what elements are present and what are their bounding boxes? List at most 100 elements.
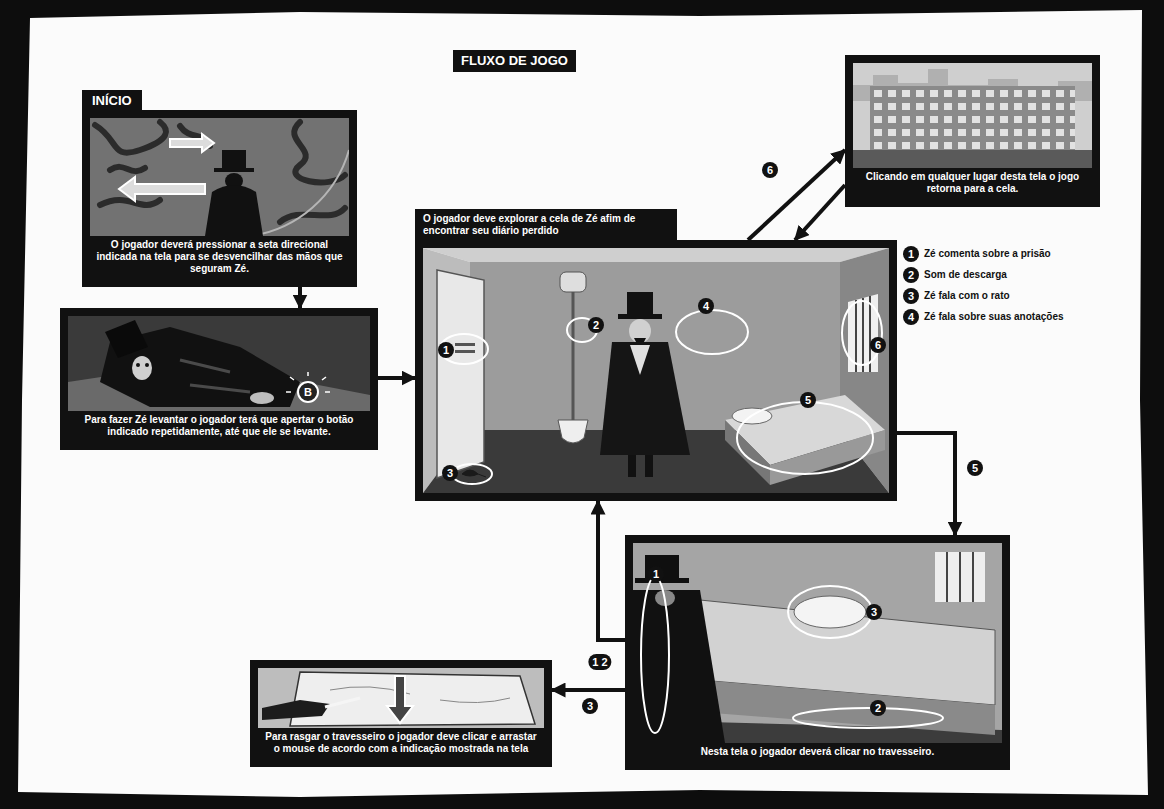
bed-illustration-part xyxy=(935,552,985,602)
flow-arrow xyxy=(795,185,845,240)
getup-illustration-part xyxy=(298,382,318,402)
bed-illustration-part-part xyxy=(959,552,961,602)
legend-text: Som de descarga xyxy=(924,269,1007,281)
screen-image-area xyxy=(258,668,544,728)
pillow-illustration-part xyxy=(258,668,544,728)
screen-caption: Clicando em qualquer lugar desta tela o … xyxy=(853,168,1092,199)
bed-illustration-part-part xyxy=(788,586,872,638)
cell-illustration-part xyxy=(725,420,770,485)
bed-illustration-part xyxy=(645,555,679,581)
cell-illustration xyxy=(423,248,889,493)
start-illustration-part-part xyxy=(110,167,145,171)
cell-illustration-part-part xyxy=(855,300,857,372)
button-letter: B xyxy=(304,386,312,398)
edge-label: 5 xyxy=(967,460,983,476)
building-illustration xyxy=(853,63,1092,168)
cell-illustration-part xyxy=(628,455,636,477)
screen-caption: Para fazer Zé levantar o jogador terá qu… xyxy=(68,411,370,442)
start-illustration-part-part xyxy=(100,200,160,205)
screen-image-area xyxy=(853,63,1092,168)
cell-illustration-part-part xyxy=(737,402,873,474)
callout-number: 2 xyxy=(588,317,604,333)
getup-illustration-part xyxy=(180,360,250,392)
getup-illustration-part xyxy=(105,320,148,358)
cell-illustration-part xyxy=(630,345,650,375)
getup-illustration-part-part xyxy=(286,391,291,393)
cell-illustration-part-part xyxy=(869,296,871,372)
cell-illustration-part xyxy=(440,301,882,484)
bed-illustration-part xyxy=(641,577,943,733)
cell-illustration-part-part xyxy=(862,298,864,372)
cell-screen: O jogador deve explorar a cela de Zé afi… xyxy=(415,240,897,501)
legend-row: 3Zé fala com o rato xyxy=(903,288,1064,304)
screen-heading: INÍCIO xyxy=(82,90,142,111)
legend: 1 Zé comenta sobre a prisão 2 Som de descar… xyxy=(903,246,1064,330)
start-illustration-part xyxy=(250,150,349,236)
start-illustration-part xyxy=(170,134,214,152)
bed-illustration-part-part xyxy=(641,577,669,733)
screen-heading: O jogador deve explorar a cela de Zé afi… xyxy=(415,209,677,241)
getup-illustration-part-part xyxy=(307,372,309,376)
cell-illustration-part xyxy=(462,470,486,477)
callout-number: 1 xyxy=(903,246,919,262)
screen-caption: O jogador deverá pressionar a seta direc… xyxy=(90,236,349,279)
start-illustration xyxy=(90,118,349,236)
cell-illustration-part xyxy=(600,342,690,455)
bed-illustration-part-part xyxy=(946,552,948,602)
getup-illustration-part xyxy=(136,363,140,367)
callout-number: 6 xyxy=(870,337,886,353)
pillow-screen: Para rasgar o travesseiro o jogador deve… xyxy=(250,660,552,767)
bed-illustration-part xyxy=(794,596,866,628)
getup-illustration-part xyxy=(145,363,149,367)
cell-illustration-part-part xyxy=(676,310,748,354)
building-screen: Clicando em qualquer lugar desta tela o … xyxy=(845,55,1100,207)
legend-text: Zé fala sobre suas anotações xyxy=(924,311,1064,323)
paper-sheet xyxy=(18,10,1148,797)
start-illustration-part xyxy=(119,177,205,201)
callout-number: 4 xyxy=(903,309,919,325)
bed-screen: Nesta tela o jogador deverá clicar no tr… xyxy=(625,535,1010,770)
callout-number: 2 xyxy=(870,700,886,716)
callout-number: 5 xyxy=(800,392,816,408)
edge-label: 1 2 xyxy=(588,654,611,670)
edge-label: 6 xyxy=(762,162,778,178)
start-illustration-part-part xyxy=(95,122,166,153)
legend-row: 4 Zé fala sobre suas anotações xyxy=(903,309,1064,325)
screen-image-area xyxy=(68,316,370,411)
start-illustration-part-part xyxy=(280,208,345,222)
pillow-illustration-part xyxy=(325,698,360,707)
getup-illustration-part-part xyxy=(322,377,326,380)
callout-number: 2 xyxy=(903,267,919,283)
bed-illustration-part-part xyxy=(972,552,974,602)
flow-arrow xyxy=(378,376,415,380)
callout-number: 3 xyxy=(866,604,882,620)
building-illustration-part xyxy=(870,86,1075,152)
legend-text: Zé comenta sobre a prisão xyxy=(924,248,1051,260)
getup-illustration-part xyxy=(250,392,274,404)
getup-illustration-part xyxy=(132,356,152,380)
cell-illustration-part xyxy=(437,270,484,478)
flow-arrow xyxy=(897,433,955,535)
start-illustration-part xyxy=(90,118,349,236)
cell-illustration-part-part xyxy=(842,301,882,365)
building-illustration-part xyxy=(853,150,1092,168)
flow-arrow xyxy=(552,688,625,692)
screen-image-area xyxy=(90,118,349,236)
bed-illustration xyxy=(633,543,1002,743)
flow-arrow xyxy=(748,150,845,240)
start-illustration-part xyxy=(214,168,254,172)
cell-illustration-part xyxy=(455,350,475,353)
bed-illustration-part xyxy=(947,552,973,602)
pillow-illustration xyxy=(258,668,544,728)
diagram-title: FLUXO DE JOGO xyxy=(453,50,576,72)
cell-illustration-part-part xyxy=(452,464,492,484)
cell-illustration-part xyxy=(455,343,475,346)
cell-illustration-part xyxy=(618,314,662,319)
callout-number: 4 xyxy=(698,298,714,314)
screen-caption: Para rasgar o travesseiro o jogador deve… xyxy=(258,728,544,759)
bed-illustration-part xyxy=(633,543,1002,743)
cell-illustration-part xyxy=(558,420,588,443)
getup-screen: Para fazer Zé levantar o jogador terá qu… xyxy=(60,308,378,450)
